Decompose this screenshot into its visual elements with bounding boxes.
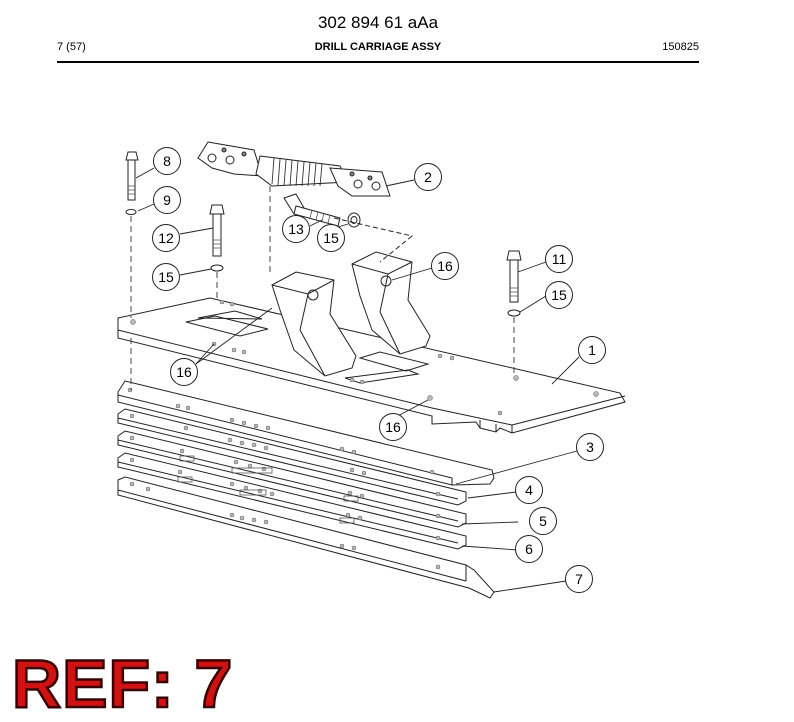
svg-text:1: 1 <box>588 342 596 358</box>
washer-15-right <box>507 309 521 317</box>
callout-13: 13 <box>282 215 310 243</box>
bolt-11 <box>506 250 522 303</box>
callout-3: 3 <box>576 433 604 461</box>
svg-text:15: 15 <box>158 269 174 285</box>
leader-lines <box>135 167 580 593</box>
callout-11: 11 <box>545 245 573 273</box>
washer-15-left <box>210 264 224 272</box>
date-code: 150825 <box>662 41 699 53</box>
callout-12: 12 <box>152 224 180 252</box>
svg-text:6: 6 <box>525 541 533 557</box>
svg-text:15: 15 <box>551 287 567 303</box>
bolt-8 <box>125 151 139 201</box>
callout-15-left: 15 <box>152 263 180 291</box>
callout-15-upper: 15 <box>317 224 345 252</box>
callout-8: 8 <box>153 147 181 175</box>
bracket-left <box>271 271 357 377</box>
svg-text:15: 15 <box>323 230 339 246</box>
callout-16-bracket: 16 <box>431 252 459 280</box>
svg-text:8: 8 <box>163 153 171 169</box>
header-rule <box>57 61 699 63</box>
callout-16-lower: 16 <box>379 413 407 441</box>
washer-15-upper <box>347 212 361 228</box>
bolt-13 <box>283 193 341 227</box>
plate-5 <box>117 430 467 528</box>
callout-2: 2 <box>414 163 442 191</box>
svg-text:16: 16 <box>176 364 192 380</box>
bolt-12 <box>209 204 225 257</box>
svg-text:12: 12 <box>158 230 174 246</box>
svg-text:13: 13 <box>288 221 304 237</box>
svg-text:7: 7 <box>575 571 583 587</box>
header-row: 7 (57) DRILL CARRIAGE ASSY 150825 <box>57 41 699 57</box>
bracket-right <box>351 251 431 355</box>
callout-4: 4 <box>515 476 543 504</box>
alignment-lines <box>130 186 515 390</box>
callout-1: 1 <box>578 336 606 364</box>
drawing-title: DRILL CARRIAGE ASSY <box>314 41 442 53</box>
svg-text:11: 11 <box>552 251 567 267</box>
document-number: 302 894 61 aAa <box>317 13 439 32</box>
page-indicator: 7 (57) <box>57 41 86 53</box>
callout-16-left: 16 <box>170 358 198 386</box>
main-plate-1 <box>117 297 626 434</box>
svg-text:16: 16 <box>385 419 401 435</box>
svg-text:2: 2 <box>424 169 432 185</box>
svg-text:3: 3 <box>586 439 594 455</box>
svg-text:16: 16 <box>437 258 453 274</box>
callout-7: 7 <box>565 565 593 593</box>
washer-9 <box>125 209 137 215</box>
svg-text:4: 4 <box>525 482 533 498</box>
callouts: 8 2 9 13 15 12 16 11 15 15 1 16 3 16 4 5… <box>152 147 606 593</box>
callout-6: 6 <box>515 535 543 563</box>
clamp-assembly-2 <box>197 141 391 197</box>
plate-6 <box>117 452 467 550</box>
callout-9: 9 <box>153 186 181 214</box>
plate-4 <box>117 408 467 506</box>
svg-text:9: 9 <box>163 192 171 208</box>
reference-stamp: REF: 7 <box>11 646 234 722</box>
svg-text:5: 5 <box>539 513 547 529</box>
callout-15-right: 15 <box>545 281 573 309</box>
callout-5: 5 <box>529 507 557 535</box>
